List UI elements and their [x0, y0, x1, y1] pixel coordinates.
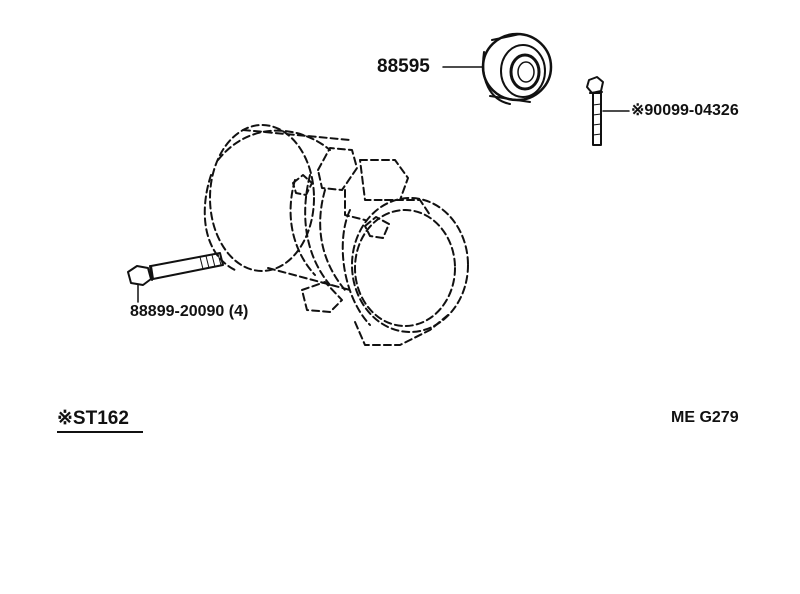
long-bolt — [127, 252, 224, 286]
illustration-code: ME G279 — [671, 409, 739, 426]
reference-underline — [57, 431, 143, 433]
pulley-bearing — [481, 32, 553, 105]
pulley-part-number: 88595 — [377, 56, 430, 77]
long-bolt-part-number: 88899-20090 (4) — [130, 303, 249, 320]
small-bolt — [586, 76, 604, 146]
small-bolt-part-number: ※90099-04326 — [631, 102, 739, 119]
compressor-body — [203, 124, 469, 346]
reference-label: ※ST162 — [57, 408, 129, 429]
